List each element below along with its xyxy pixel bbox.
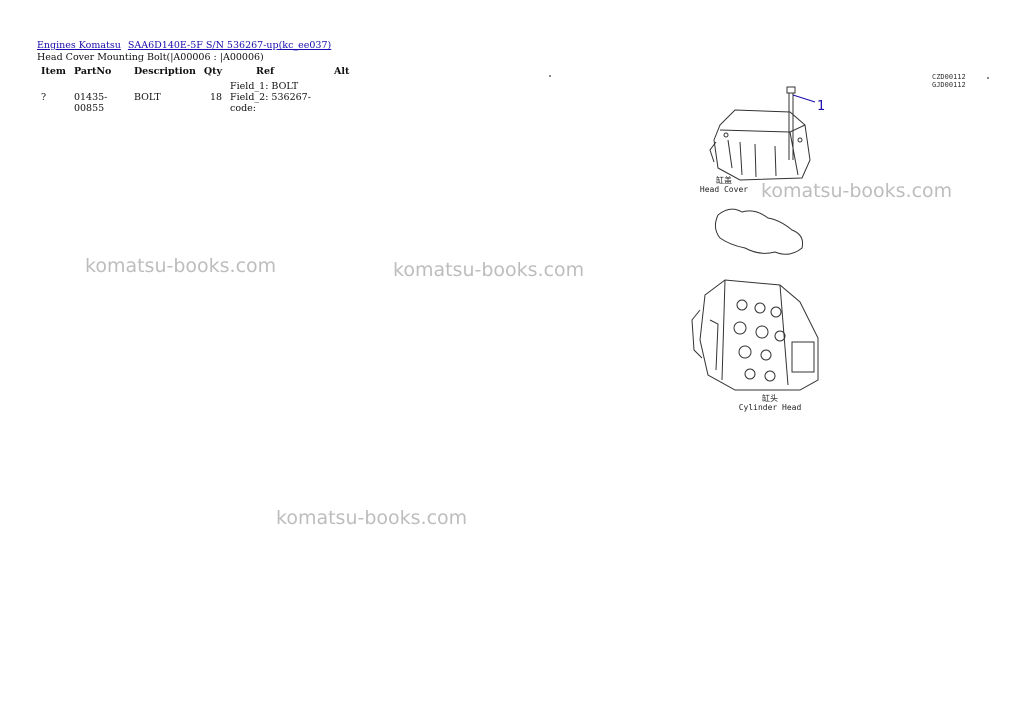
drawing-code-1: CZD00112 bbox=[932, 73, 966, 81]
cell-qty: 18 bbox=[209, 92, 223, 103]
col-header-item: Item bbox=[41, 66, 66, 77]
head-cover-label: 缸盖 Head Cover bbox=[694, 176, 754, 194]
col-header-ref: Ref bbox=[256, 66, 275, 77]
watermark-text: komatsu-books.com bbox=[761, 180, 953, 202]
col-header-alt: Alt bbox=[334, 66, 350, 77]
cell-item: ? bbox=[41, 92, 47, 103]
stray-dot bbox=[987, 77, 989, 79]
table-row: ? 01435-00855 BOLT 18 Field_1: BOLT Fiel… bbox=[37, 81, 358, 114]
cell-partno: 01435-00855 bbox=[73, 92, 108, 114]
bolt-drawing bbox=[786, 86, 816, 160]
head-cover-drawing bbox=[709, 109, 811, 181]
stray-dot bbox=[549, 75, 551, 77]
exploded-parts-diagram: 1 bbox=[691, 86, 825, 391]
parts-table: Item PartNo Description Qty Ref Alt ? 01… bbox=[37, 66, 358, 114]
breadcrumb-link-engines[interactable]: Engines Komatsu bbox=[37, 40, 121, 51]
breadcrumb-link-model[interactable]: SAA6D140E-5F S/N 536267-up(kc_ee037) bbox=[127, 40, 332, 51]
watermark-text: komatsu-books.com bbox=[393, 259, 585, 281]
gasket-drawing bbox=[714, 208, 803, 255]
drawing-code-2: GJD00112 bbox=[932, 81, 966, 89]
col-header-partno: PartNo bbox=[73, 66, 112, 77]
col-header-qty: Qty bbox=[203, 66, 223, 77]
cell-alt bbox=[330, 81, 358, 114]
cylinder-head-label-cn: 缸头 bbox=[762, 394, 778, 403]
head-cover-label-en: Head Cover bbox=[699, 185, 749, 194]
breadcrumb: Engines Komatsu SAA6D140E-5F S/N 536267-… bbox=[37, 40, 335, 51]
cylinder-head-drawing bbox=[691, 279, 819, 391]
drawing-code: CZD00112 GJD00112 bbox=[932, 73, 966, 89]
cell-description: BOLT bbox=[133, 92, 161, 103]
cylinder-head-label-en: Cylinder Head bbox=[738, 403, 802, 412]
callout-number: 1 bbox=[817, 99, 825, 114]
page-subtitle: Head Cover Mounting Bolt(|A00006 : |A000… bbox=[37, 52, 264, 63]
ref-line-2: Field_2: 536267- bbox=[230, 92, 311, 103]
head-cover-label-cn: 缸盖 bbox=[716, 176, 732, 185]
table-header-row: Item PartNo Description Qty Ref Alt bbox=[37, 66, 358, 81]
ref-line-1: Field_1: BOLT bbox=[230, 81, 299, 92]
ref-line-3: code: bbox=[230, 103, 256, 114]
cylinder-head-label: 缸头 Cylinder Head bbox=[734, 394, 806, 412]
cell-ref: Field_1: BOLT Field_2: 536267- code: bbox=[226, 81, 330, 114]
watermark-text: komatsu-books.com bbox=[276, 507, 468, 529]
col-header-description: Description bbox=[133, 66, 196, 77]
watermark-text: komatsu-books.com bbox=[85, 255, 277, 277]
